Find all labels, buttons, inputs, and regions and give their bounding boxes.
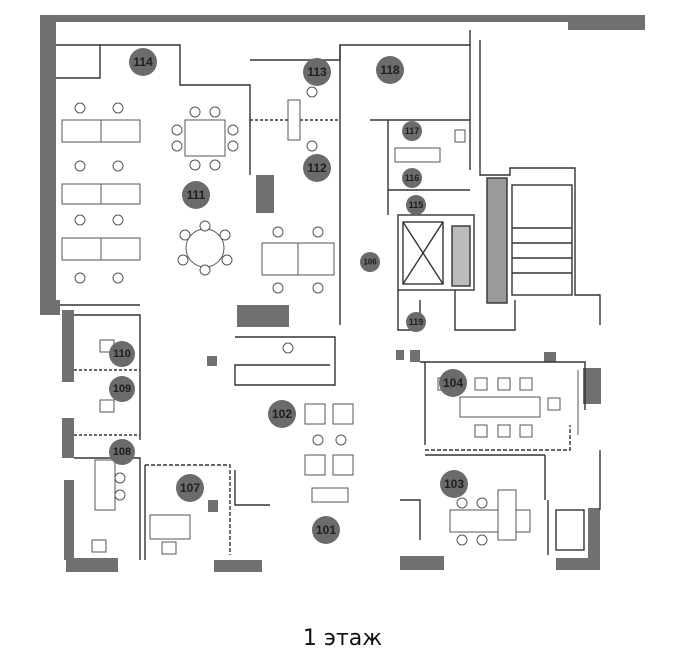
room-badge-118: 118 xyxy=(376,56,404,84)
room-badge-104: 104 xyxy=(439,369,467,397)
room-badge-102: 102 xyxy=(268,400,296,428)
room-number: 112 xyxy=(307,161,327,175)
room-number: 113 xyxy=(307,65,327,79)
room-number: 102 xyxy=(272,407,292,421)
room-number: 110 xyxy=(113,348,131,360)
room-number: 114 xyxy=(133,55,153,69)
room-badge-circle xyxy=(360,252,380,272)
room-number: 108 xyxy=(113,446,131,458)
room-badge-circle xyxy=(176,474,204,502)
room-badge-circle xyxy=(129,48,157,76)
room-badge-circle xyxy=(303,154,331,182)
floor-plan: 101 102 103 104 106 107 108 109 110 111 112 113 114 1… xyxy=(40,15,645,572)
room-badge-115: 115 xyxy=(406,195,426,215)
room-number: 107 xyxy=(180,481,200,495)
room-badge-112: 112 xyxy=(303,154,331,182)
room-badge-circle xyxy=(376,56,404,84)
room-badge-circle xyxy=(312,516,340,544)
room-badge-116: 116 xyxy=(402,168,422,188)
room-number: 103 xyxy=(444,477,464,491)
room-number: 106 xyxy=(363,258,377,267)
room-number: 119 xyxy=(409,317,424,327)
room-badge-circle xyxy=(402,168,422,188)
room-badge-circle xyxy=(109,376,135,402)
room-badge-119: 119 xyxy=(406,312,426,332)
floor-title: 1 этаж xyxy=(302,626,383,651)
room-badge-101: 101 xyxy=(312,516,340,544)
room-badge-circle xyxy=(268,400,296,428)
room-badge-114: 114 xyxy=(129,48,157,76)
room-badge-111: 111 xyxy=(182,181,210,209)
room-badge-circle xyxy=(406,195,426,215)
room-badge-110: 110 xyxy=(109,341,135,367)
room-number: 109 xyxy=(113,383,131,395)
room-number: 101 xyxy=(316,523,336,537)
room-badge-107: 107 xyxy=(176,474,204,502)
interior-walls xyxy=(56,30,601,560)
room-badge-circle xyxy=(440,470,468,498)
room-badge-circle xyxy=(439,369,467,397)
furniture xyxy=(61,86,579,555)
room-badge-103: 103 xyxy=(440,470,468,498)
room-number: 116 xyxy=(405,173,420,183)
room-badge-113: 113 xyxy=(303,58,331,86)
room-badge-circle xyxy=(303,58,331,86)
room-badge-circle xyxy=(182,181,210,209)
room-badge-109: 109 xyxy=(109,376,135,402)
room-number: 111 xyxy=(187,188,206,202)
room-badge-108: 108 xyxy=(109,439,135,465)
room-number: 118 xyxy=(380,63,400,77)
room-number: 117 xyxy=(405,126,420,136)
room-badge-circle xyxy=(406,312,426,332)
outer-walls xyxy=(40,15,645,572)
room-number: 104 xyxy=(443,376,463,390)
room-badge-117: 117 xyxy=(402,121,422,141)
room-number: 115 xyxy=(409,200,424,210)
room-labels: 101 102 103 104 106 107 108 109 110 111 112 113 114 1… xyxy=(109,48,468,544)
room-badge-circle xyxy=(402,121,422,141)
room-badge-circle xyxy=(109,439,135,465)
room-badge-106: 106 xyxy=(360,252,380,272)
room-badge-circle xyxy=(109,341,135,367)
